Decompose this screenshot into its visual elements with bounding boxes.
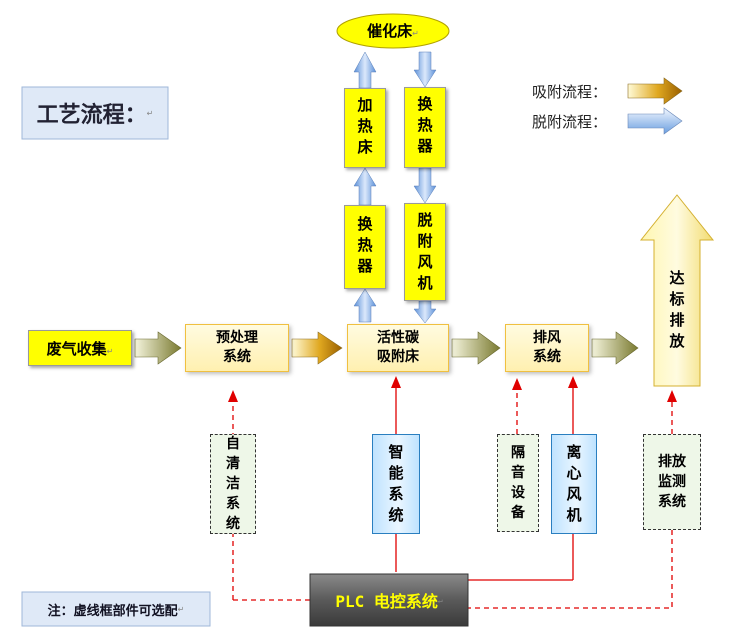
arrow-catalytic-to-hx	[413, 51, 437, 88]
legend-desorb-label: 脱附流程：	[532, 113, 608, 131]
smart-system-box: 智 能 系 统	[372, 434, 420, 534]
arrow-carbon-to-hx	[353, 288, 377, 323]
arrow-pretreat-to-carbon	[291, 331, 343, 365]
note-box	[21, 591, 211, 627]
catalytic-bed-label: 催化床↵	[367, 22, 419, 40]
arrow-waste-to-pretreat	[134, 331, 182, 365]
catalytic-bed-ellipse	[336, 13, 450, 49]
arrow-exhaust-to-discharge	[591, 331, 639, 365]
emission-monitor-box: 排放 监测 系统	[643, 434, 701, 530]
arrow-fan-to-carbon	[413, 300, 437, 324]
desorption-fan-box: 脱 附 风 机	[404, 203, 446, 301]
carbon-bed-box: 活性碳 吸附床	[347, 324, 449, 372]
centrifugal-fan-box: 离 心 风 机	[551, 434, 597, 534]
page-title: 工艺流程：↵	[36, 103, 154, 128]
arrow-heatbed-to-catalytic	[353, 51, 377, 89]
plc-control-label: PLC 电控系统↵	[335, 592, 443, 611]
arrow-hx-to-fan	[413, 167, 437, 204]
discharge-big-arrow	[639, 194, 715, 387]
pretreatment-box: 预处理 系统	[185, 324, 289, 372]
waste-gas-box: 废气收集↵	[28, 330, 132, 366]
legend-adsorb-label: 吸附流程：	[532, 83, 608, 101]
plc-box	[309, 573, 469, 627]
sound-isolation-box: 隔 音 设 备	[497, 434, 539, 532]
exhaust-system-box: 排风 系统	[505, 324, 589, 372]
legend-adsorb-arrow	[627, 77, 683, 105]
legend-desorb-arrow	[627, 107, 683, 135]
arrow-carbon-to-exhaust	[451, 331, 501, 365]
heat-exchanger-left-box: 换 热 器	[344, 205, 386, 289]
heating-bed-box: 加 热 床	[344, 88, 386, 168]
discharge-label: 达 标 排 放	[669, 269, 685, 350]
optional-parts-note: 注：虚线框部件可选配↵	[47, 603, 185, 619]
arrow-hx-to-heatbed	[353, 167, 377, 206]
self-clean-system-box: 自 清 洁 系 统	[210, 434, 256, 534]
heat-exchanger-right-box: 换 热 器	[404, 87, 446, 168]
title-box	[21, 86, 169, 140]
